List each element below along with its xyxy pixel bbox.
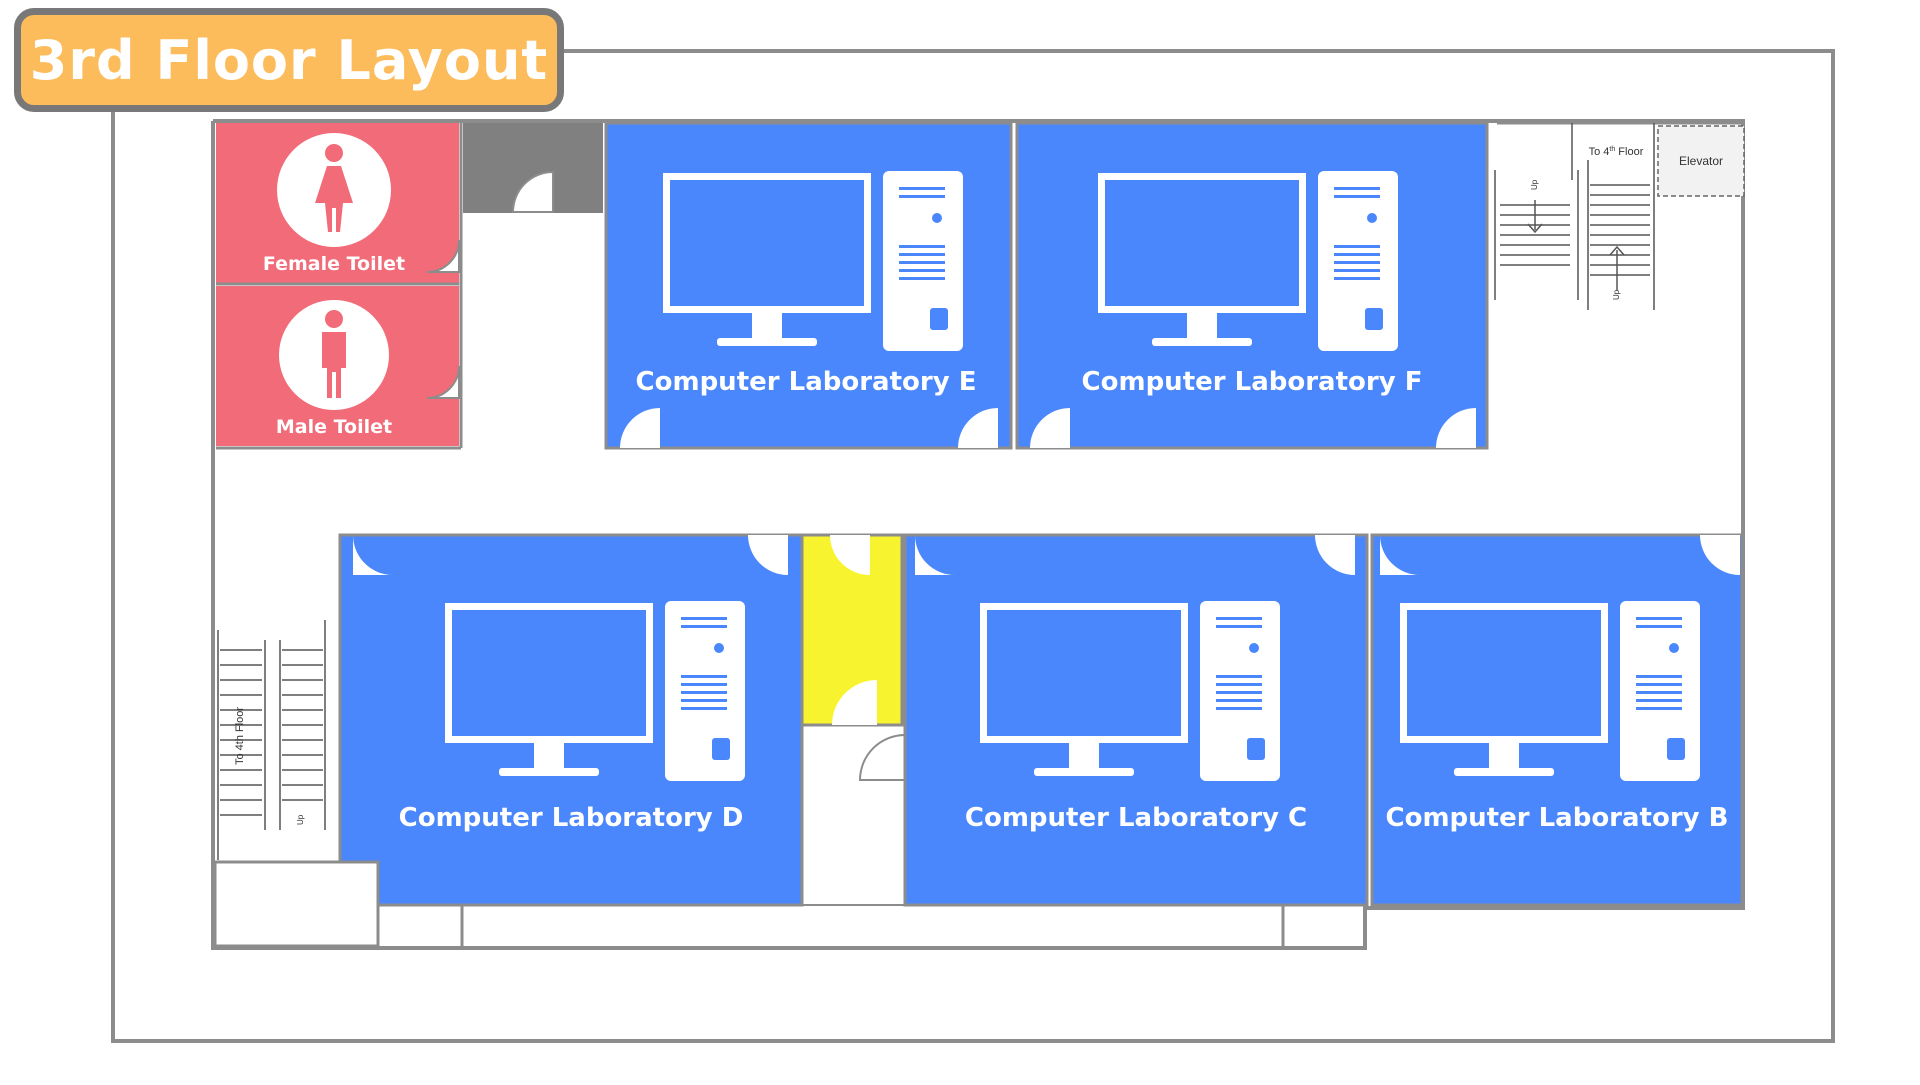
lab-c-door-left (915, 535, 955, 575)
elevator-label: Elevator (1679, 154, 1723, 168)
stairs-top-up-1: Up (1530, 179, 1539, 190)
male-toilet-label: Male Toilet (276, 416, 392, 438)
lab-f-door-left (1030, 408, 1070, 448)
bottom-left-room (213, 860, 380, 948)
lab-b-door-right (1700, 535, 1740, 575)
inner-wall-outline (211, 119, 1745, 950)
lab-c-label: Computer Laboratory C (965, 803, 1307, 833)
utility-door-bottom (832, 680, 877, 725)
stairs-left-to-floor: To 4th Floor (234, 707, 246, 765)
lab-d-door-right (748, 535, 788, 575)
female-toilet-room[interactable] (216, 123, 460, 283)
lab-e-door-right (958, 408, 998, 448)
stairs-top-right (1494, 121, 1743, 310)
female-door-arc (426, 239, 460, 273)
male-door-arc (426, 365, 460, 399)
lab-f-door-right (1436, 408, 1476, 448)
stairs-top-up-2: Up (1612, 289, 1621, 300)
title-badge: 3rd Floor Layout (14, 8, 564, 112)
lab-d-computer-icon (445, 601, 745, 781)
lab-e-door-left (620, 408, 660, 448)
lab-c-door-right (1315, 535, 1355, 575)
female-figure (315, 144, 353, 232)
male-figure (322, 310, 346, 398)
lab-f-label: Computer Laboratory F (1082, 367, 1423, 397)
utility-room[interactable] (800, 533, 906, 781)
stairs-left (217, 620, 326, 860)
lab-b-door-left (1380, 535, 1420, 575)
male-toilet-room[interactable] (216, 286, 460, 446)
lab-c-computer-icon (980, 601, 1280, 781)
female-toilet-label: Female Toilet (263, 253, 405, 275)
lab-b-computer-icon (1400, 601, 1700, 781)
utility-door-top (830, 535, 870, 575)
lab-d-door-left (353, 535, 393, 575)
service-door-arc (511, 170, 554, 213)
elevator[interactable] (1657, 125, 1745, 197)
stairs-left-up: Up (296, 814, 305, 825)
lab-d-label: Computer Laboratory D (399, 803, 744, 833)
lab-e-label: Computer Laboratory E (636, 367, 977, 397)
lab-f-computer-icon (1098, 171, 1398, 351)
page-title: 3rd Floor Layout (29, 28, 549, 92)
stairs-top-to-floor: To 4th Floor (1589, 146, 1644, 158)
lab-e-computer-icon (663, 171, 963, 351)
building-outline (111, 49, 1835, 1043)
lab-b-label: Computer Laboratory B (1386, 803, 1729, 833)
